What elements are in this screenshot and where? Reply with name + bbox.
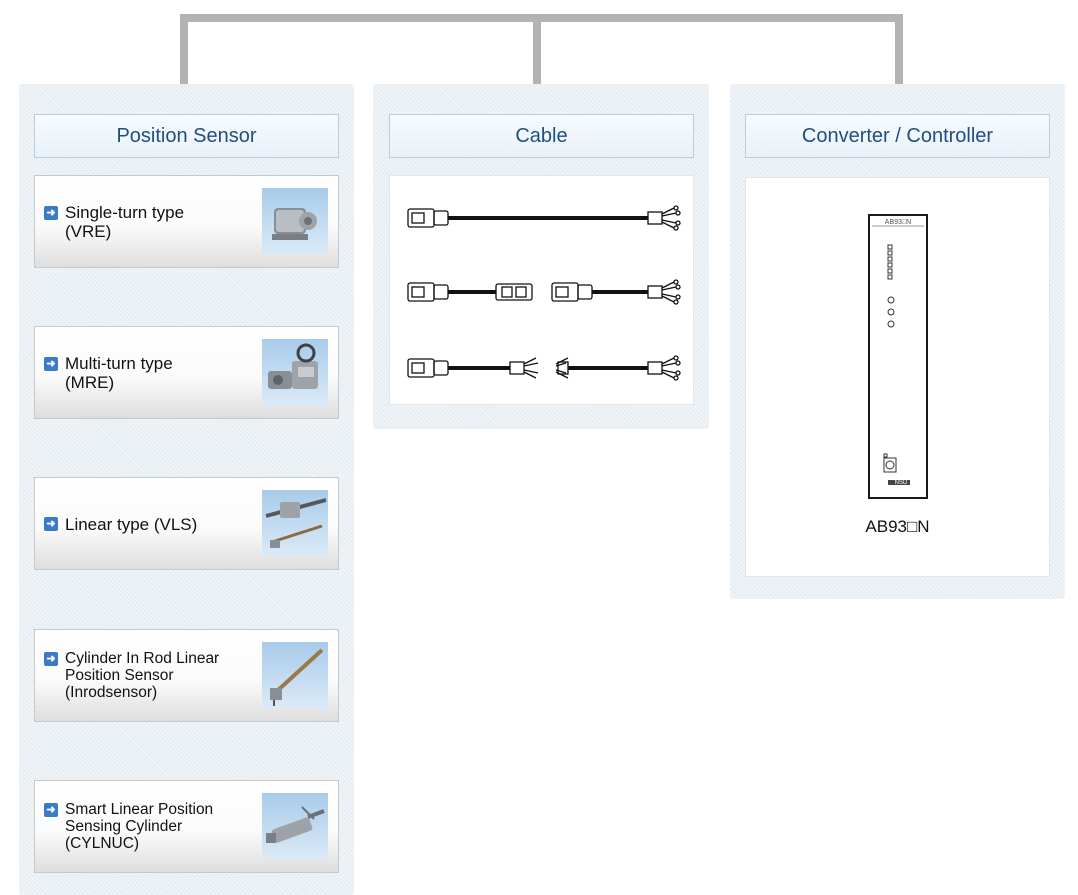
arrow-right-icon: ➜: [44, 803, 58, 817]
converter-header: Converter / Controller: [745, 114, 1050, 158]
rotary-encoder-icon: [262, 188, 328, 254]
device-model-text: AB93□N: [885, 219, 911, 226]
sensor-item-linear[interactable]: ➜ Linear type (VLS): [34, 477, 339, 570]
arrow-right-icon: ➜: [44, 517, 58, 531]
sensor-item-label: Single-turn type (VRE): [65, 203, 185, 241]
position-sensor-column: Position Sensor ➜ Single-turn type (VRE)…: [19, 84, 354, 895]
sensor-item-label: Linear type (VLS): [65, 515, 198, 534]
sensor-item-inrodsensor[interactable]: ➜ Cylinder In Rod Linear Position Sensor…: [34, 629, 339, 722]
sensor-item-single-turn[interactable]: ➜ Single-turn type (VRE): [34, 175, 339, 268]
connector-right-drop: [895, 14, 903, 84]
converter-column: Converter / Controller AB93□N NSD AB93□N: [730, 84, 1065, 599]
connector-left-drop: [180, 14, 188, 84]
rod-sensor-icon: [262, 642, 328, 708]
converter-product-label: AB93□N: [865, 517, 930, 536]
cylinder-sensor-icon: [262, 793, 328, 859]
cable-column: Cable: [373, 84, 709, 429]
position-sensor-header: Position Sensor: [34, 114, 339, 158]
arrow-right-icon: ➜: [44, 357, 58, 371]
sensor-item-multi-turn[interactable]: ➜ Multi-turn type (MRE): [34, 326, 339, 419]
arrow-right-icon: ➜: [44, 206, 58, 220]
sensor-item-label: Cylinder In Rod Linear Position Sensor (…: [65, 650, 220, 701]
multi-turn-sensor-icon: [262, 339, 328, 405]
converter-panel[interactable]: AB93□N NSD AB93□N: [745, 177, 1050, 577]
connector-middle-drop: [533, 14, 541, 84]
linear-sensor-icon: [262, 490, 328, 556]
sensor-item-cylnuc[interactable]: ➜ Smart Linear Position Sensing Cylinder…: [34, 780, 339, 873]
device-brand-text: NSD: [895, 480, 908, 486]
arrow-right-icon: ➜: [44, 652, 58, 666]
sensor-item-label: Smart Linear Position Sensing Cylinder (…: [65, 801, 214, 852]
sensor-item-label: Multi-turn type (MRE): [65, 354, 173, 392]
cable-icon: [407, 205, 681, 381]
cable-header: Cable: [389, 114, 694, 158]
connector-top-line: [180, 14, 903, 22]
cable-panel: [389, 175, 694, 405]
controller-unit-icon: AB93□N NSD: [868, 214, 928, 499]
